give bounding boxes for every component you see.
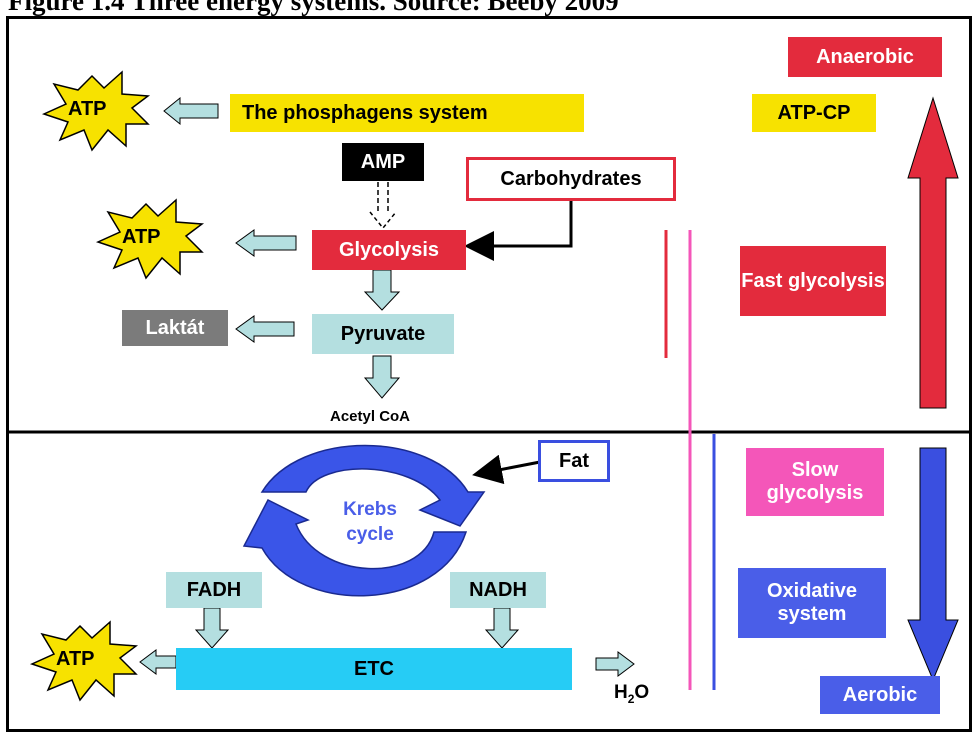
diagram-frame bbox=[6, 16, 972, 732]
atp-label-3: ATP bbox=[56, 648, 95, 670]
amp-box: AMP bbox=[342, 143, 424, 181]
arrow-glycolysis-to-atp bbox=[235, 229, 297, 257]
krebs-upper-arrow bbox=[260, 444, 486, 527]
h2o-subscript: 2 bbox=[627, 691, 635, 706]
atp-label-1: ATP bbox=[68, 98, 107, 120]
anaerobic-label: Anaerobic bbox=[788, 37, 942, 77]
h2o-label: H2O bbox=[614, 682, 649, 706]
etc-box: ETC bbox=[176, 648, 572, 690]
carbohydrates-box: Carbohydrates bbox=[466, 157, 676, 201]
phosphagens-system-box: The phosphagens system bbox=[230, 94, 584, 132]
arrow-phosphagens-to-atp bbox=[163, 96, 219, 126]
oxidative-system-label: Oxidative system bbox=[738, 568, 886, 638]
nadh-box: NADH bbox=[450, 572, 546, 608]
atp-star-1 bbox=[41, 70, 151, 152]
arrow-etc-to-h2o bbox=[595, 651, 635, 677]
fat-connector bbox=[472, 454, 541, 485]
arrow-etc-to-atp bbox=[139, 649, 177, 675]
slow-glycolysis-label: Slow glycolysis bbox=[746, 448, 884, 516]
fat-box: Fat bbox=[538, 440, 610, 482]
krebs-lower-arrow bbox=[242, 498, 468, 597]
pyruvate-box: Pyruvate bbox=[312, 314, 454, 354]
krebs-cycle-label: Krebs cycle bbox=[343, 499, 397, 545]
carbohydrates-connector bbox=[464, 198, 573, 261]
atp-cp-label: ATP-CP bbox=[752, 94, 876, 132]
arrow-pyruvate-to-acetyl bbox=[363, 355, 401, 399]
arrow-glycolysis-to-pyruvate bbox=[363, 269, 401, 311]
aerobic-label: Aerobic bbox=[820, 676, 940, 714]
figure-heading: Figure 1.4 Three energy systems. Source:… bbox=[8, 0, 619, 16]
aerobic-arrow bbox=[907, 447, 959, 682]
laktat-box: Laktát bbox=[122, 310, 228, 346]
h2o-o: O bbox=[634, 682, 650, 703]
anaerobic-arrow bbox=[907, 96, 959, 409]
arrow-nadh-to-etc bbox=[484, 607, 520, 649]
glycolysis-box: Glycolysis bbox=[312, 230, 466, 270]
atp-star-3 bbox=[29, 620, 139, 702]
arrow-pyruvate-to-laktat bbox=[235, 315, 295, 343]
arrow-fadh-to-etc bbox=[194, 607, 230, 649]
fadh-box: FADH bbox=[166, 572, 262, 608]
atp-label-2: ATP bbox=[122, 226, 161, 248]
amp-dashed-head bbox=[369, 211, 397, 230]
h2o-h: H bbox=[614, 682, 628, 703]
acetyl-coa-label: Acetyl CoA bbox=[330, 408, 411, 425]
fast-glycolysis-label: Fast glycolysis bbox=[740, 246, 886, 316]
atp-star-2 bbox=[95, 198, 205, 280]
